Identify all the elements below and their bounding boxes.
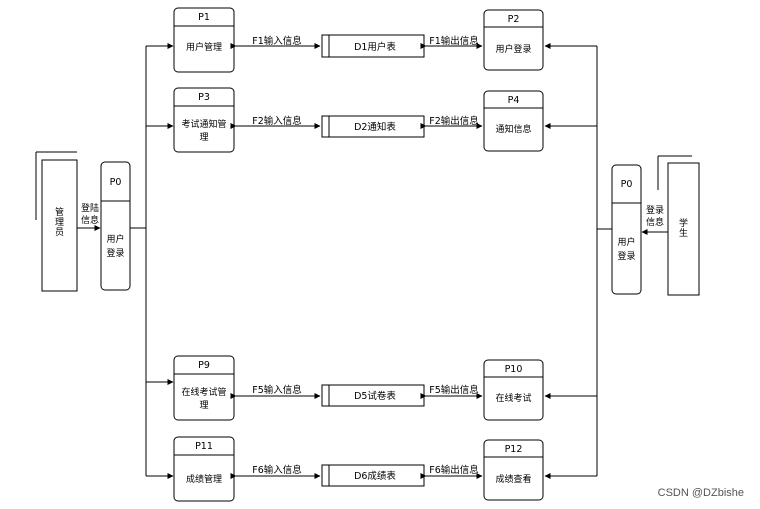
student-label: 学生 — [679, 217, 688, 239]
p3-name-1: 考试通知管 — [181, 118, 226, 130]
process-p11: P11 成绩管理 — [173, 436, 235, 502]
p9-name-2: 理 — [199, 400, 208, 411]
p2-name: 用户登录 — [495, 43, 531, 55]
p10-id: P10 — [505, 364, 523, 375]
p1-id: P1 — [198, 12, 210, 23]
p0-left-name-1: 用户 — [106, 233, 124, 245]
process-p0-left: P0 用户 登录 — [100, 161, 131, 291]
admin-label: 管理员 — [55, 206, 64, 238]
process-p9: P9 在线考试管 理 — [173, 355, 235, 421]
process-p3: P3 考试通知管 理 — [173, 87, 235, 153]
f2-out-label: F2输出信息 — [429, 115, 479, 127]
d6-label: D6成绩表 — [354, 470, 396, 482]
p4-id: P4 — [508, 95, 520, 106]
left-bus-line — [130, 46, 147, 476]
f5-in-label: F5输入信息 — [252, 384, 302, 396]
process-p0-right: P0 用户 登录 — [611, 164, 642, 295]
f1-in-label: F1输入信息 — [252, 35, 302, 47]
f6-out-label: F6输出信息 — [429, 464, 479, 476]
login-flow-right-line2: 信息 — [646, 216, 664, 228]
student-entity: 学生 — [657, 155, 700, 296]
process-p2: P2 用户登录 — [483, 9, 544, 71]
d1-label: D1用户表 — [354, 41, 396, 53]
process-p12: P12 成绩查看 — [483, 439, 544, 501]
admin-entity: 管理员 — [35, 151, 78, 292]
p0-right-id: P0 — [621, 179, 633, 190]
login-flow-right-line1: 登录 — [646, 205, 664, 216]
p12-id: P12 — [505, 444, 523, 455]
p3-id: P3 — [198, 92, 210, 103]
process-p10: P10 在线考试 — [483, 359, 544, 421]
watermark: CSDN @DZbishe — [657, 487, 744, 499]
process-p1: P1 用户管理 — [173, 7, 235, 73]
p9-name-1: 在线考试管 — [181, 386, 226, 398]
d2-label: D2通知表 — [354, 121, 396, 133]
p0-right-name-1: 用户 — [617, 236, 635, 248]
f6-in-label: F6输入信息 — [252, 464, 302, 476]
store-d5: D5试卷表 — [321, 384, 425, 407]
p4-name: 通知信息 — [495, 123, 531, 135]
p0-right-name-2: 登录 — [617, 251, 635, 262]
p9-id: P9 — [198, 360, 210, 371]
store-d6: D6成绩表 — [321, 464, 425, 487]
p11-name: 成绩管理 — [186, 473, 222, 485]
d5-label: D5试卷表 — [354, 390, 396, 402]
store-d1: D1用户表 — [321, 34, 425, 58]
f1-out-label: F1输出信息 — [429, 35, 479, 47]
store-d2: D2通知表 — [321, 115, 425, 138]
p3-name-2: 理 — [199, 132, 208, 143]
process-p4: P4 通知信息 — [483, 90, 544, 152]
p2-id: P2 — [508, 14, 520, 25]
f2-in-label: F2输入信息 — [252, 115, 302, 127]
right-bus-line — [596, 46, 612, 476]
p12-name: 成绩查看 — [495, 473, 531, 485]
p0-left-name-2: 登录 — [106, 248, 124, 259]
p1-name: 用户管理 — [186, 41, 222, 53]
p10-name: 在线考试 — [495, 392, 531, 404]
p0-left-id: P0 — [110, 177, 122, 188]
login-flow-left-line2: 信息 — [81, 214, 99, 226]
p11-id: P11 — [195, 441, 213, 452]
login-flow-left-line1: 登陆 — [81, 202, 99, 214]
f5-out-label: F5输出信息 — [429, 384, 479, 396]
